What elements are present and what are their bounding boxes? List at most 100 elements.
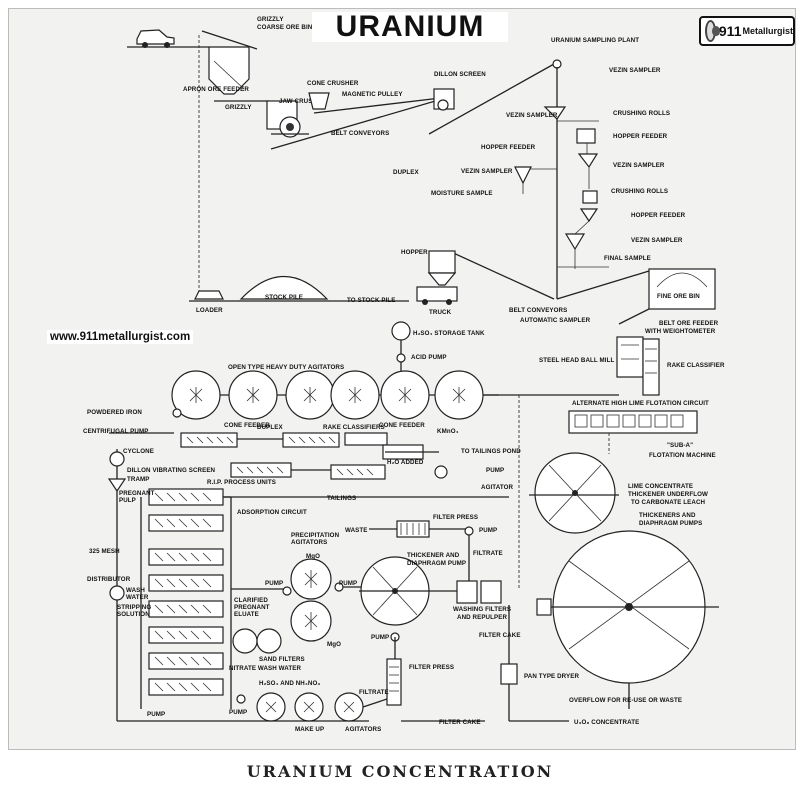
lime-thickener bbox=[529, 452, 619, 534]
label-cone-feeder-2: CONE FEEDER bbox=[379, 422, 425, 429]
label-magnetic-pulley: MAGNETIC PULLEY bbox=[342, 91, 403, 98]
label-vezin-sampler-2: VEZIN SAMPLER bbox=[506, 112, 558, 119]
precipitation-agitators bbox=[231, 558, 361, 642]
label-steel-head-ball-mill: STEEL HEAD BALL MILL bbox=[539, 357, 614, 364]
label-hopper-feeder-2: HOPPER FEEDER bbox=[613, 133, 668, 140]
label-powdered-iron: POWDERED IRON bbox=[87, 409, 142, 416]
label-apron-ore-feeder: APRON ORE FEEDER bbox=[183, 86, 249, 93]
label-pump-1: PUMP bbox=[486, 467, 504, 474]
label-vezin-sampler-1: VEZIN SAMPLER bbox=[609, 67, 661, 74]
label-stock-pile: STOCK PILE bbox=[265, 294, 303, 301]
flowsheet-diagram: GRIZZLY COARSE ORE BIN APRON ORE FEEDER … bbox=[83, 16, 725, 733]
filter-press-1 bbox=[369, 520, 474, 584]
label-tailings: TAILINGS bbox=[327, 495, 356, 502]
sand-filters bbox=[232, 628, 282, 654]
label-duplex: DUPLEX bbox=[393, 169, 419, 176]
label-pan-type-dryer: PAN TYPE DRYER bbox=[524, 673, 579, 680]
label-and-repulper: AND REPULPER bbox=[457, 614, 507, 621]
brand-logo: 911 Metallurgist bbox=[699, 16, 795, 46]
footer-caption: URANIUM CONCENTRATION bbox=[246, 762, 554, 781]
label-vezin-sampler-5: VEZIN SAMPLER bbox=[631, 237, 683, 244]
label-crushing-rolls-2: CRUSHING ROLLS bbox=[611, 188, 668, 195]
rip-units bbox=[107, 449, 509, 722]
label-mgo-1: MgO bbox=[306, 553, 320, 560]
label-rake-classifier: RAKE CLASSIFIER bbox=[667, 362, 725, 369]
globe-logo-icon bbox=[705, 20, 720, 42]
label-agitator: AGITATOR bbox=[481, 484, 514, 491]
label-325-mesh: 325 MESH bbox=[89, 548, 120, 555]
label-tramp: TRAMP bbox=[127, 476, 150, 483]
label-pump-3: PUMP bbox=[265, 580, 283, 587]
label-adsorption-circuit: ADSORPTION CIRCUIT bbox=[237, 509, 307, 516]
label-pump-6: PUMP bbox=[229, 709, 247, 716]
label-agitators: AGITATORS bbox=[345, 726, 381, 733]
page-title: URANIUM bbox=[312, 12, 508, 42]
label-to-tailings-pond: TO TAILINGS POND bbox=[461, 448, 521, 455]
label-kmno4: KMnO₄ bbox=[437, 428, 459, 435]
logo-number: 911 bbox=[718, 23, 742, 39]
label-waste: WASTE bbox=[345, 527, 368, 534]
label-to-stock-pile: TO STOCK PILE bbox=[347, 297, 396, 304]
label-filter-press-1: FILTER PRESS bbox=[433, 514, 478, 521]
large-thickener bbox=[536, 530, 719, 709]
stock-pile bbox=[189, 276, 409, 302]
filter-press-2 bbox=[386, 605, 569, 722]
h2so4-tank bbox=[391, 321, 411, 379]
jaw-crusher bbox=[214, 100, 309, 138]
label-to-carbonate-leach: TO CARBONATE LEACH bbox=[631, 499, 706, 506]
label-agitators-heading: OPEN TYPE HEAVY DUTY AGITATORS bbox=[228, 364, 344, 371]
label-grizzly: GRIZZLY bbox=[257, 16, 284, 23]
label-automatic-sampler: AUTOMATIC SAMPLER bbox=[520, 317, 591, 324]
label-truck: TRUCK bbox=[429, 309, 452, 316]
label-crushing-rolls-1: CRUSHING ROLLS bbox=[613, 110, 670, 117]
label-vezin-sampler-3: VEZIN SAMPLER bbox=[461, 168, 513, 175]
label-rake-classifiers: RAKE CLASSIFIERS bbox=[323, 424, 385, 431]
label-acid-pump: ACID PUMP bbox=[411, 354, 447, 361]
label-thickener-and: THICKENER AND bbox=[407, 552, 460, 559]
label-filtrate-2: FILTRATE bbox=[359, 689, 389, 696]
label-alternate-flotation: ALTERNATE HIGH LIME FLOTATION CIRCUIT bbox=[572, 400, 709, 407]
coarse-ore-bin bbox=[198, 30, 258, 294]
label-h2so4-nh4no3: H₂SO₄ AND NH₄NO₃ bbox=[259, 680, 320, 687]
label-with-weightometer: WITH WEIGHTOMETER bbox=[645, 328, 716, 335]
ball-mill bbox=[616, 336, 660, 396]
label-cone-crusher: CONE CRUSHER bbox=[307, 80, 359, 87]
label-hopper-feeder-3: HOPPER FEEDER bbox=[631, 212, 686, 219]
label-filter-cake-1: FILTER CAKE bbox=[479, 632, 521, 639]
label-belt-conveyors: BELT CONVEYORS bbox=[331, 130, 389, 137]
label-h2o-added: H₂O ADDED bbox=[387, 459, 424, 466]
label-hopper-feeder-1: HOPPER FEEDER bbox=[481, 144, 536, 151]
label-loader: LOADER bbox=[196, 307, 223, 314]
sampling-tower bbox=[514, 67, 609, 299]
logo-word: Metallurgist bbox=[742, 26, 793, 36]
label-nitrate-wash-water: NITRATE WASH WATER bbox=[229, 665, 301, 672]
label-pump-2: PUMP bbox=[479, 527, 497, 534]
website-link[interactable]: www.911metallurgist.com bbox=[47, 330, 194, 344]
label-thickener-underflow: THICKENER UNDERFLOW bbox=[628, 491, 708, 498]
label-washing-filters: WASHING FILTERS bbox=[453, 606, 511, 613]
label-pump-7: PUMP bbox=[147, 711, 165, 718]
label-lime-concentrate: LIME CONCENTRATE bbox=[628, 483, 693, 490]
label-filter-cake-2: FILTER CAKE bbox=[439, 719, 481, 726]
label-uranium-sampling-plant: URANIUM SAMPLING PLANT bbox=[551, 37, 639, 44]
label-belt-conveyors-2: BELT CONVEYORS bbox=[509, 307, 567, 314]
label-final-sample: FINAL SAMPLE bbox=[604, 255, 651, 262]
label-dillon-screen: DILLON SCREEN bbox=[434, 71, 486, 78]
makeup-agitators bbox=[236, 692, 388, 722]
label-fine-ore-bin: FINE ORE BIN bbox=[657, 293, 700, 300]
flowsheet-panel: GRIZZLY COARSE ORE BIN APRON ORE FEEDER … bbox=[8, 8, 796, 750]
label-filtrate-1: FILTRATE bbox=[473, 550, 503, 557]
label-grizzly-2: GRIZZLY bbox=[225, 104, 252, 111]
label-sub-a: "SUB-A" bbox=[667, 442, 693, 449]
label-cyclone: CYCLONE bbox=[123, 448, 154, 455]
label-pump-4: PUMP bbox=[339, 580, 357, 587]
label-belt-ore-feeder: BELT ORE FEEDER bbox=[659, 320, 719, 327]
label-diaphragm-pump: DIAPHRAGM PUMP bbox=[407, 560, 466, 567]
rake-classifiers bbox=[109, 408, 448, 480]
label-coarse-ore-bin: COARSE ORE BIN bbox=[257, 24, 313, 31]
label-hopper: HOPPER bbox=[401, 249, 428, 256]
